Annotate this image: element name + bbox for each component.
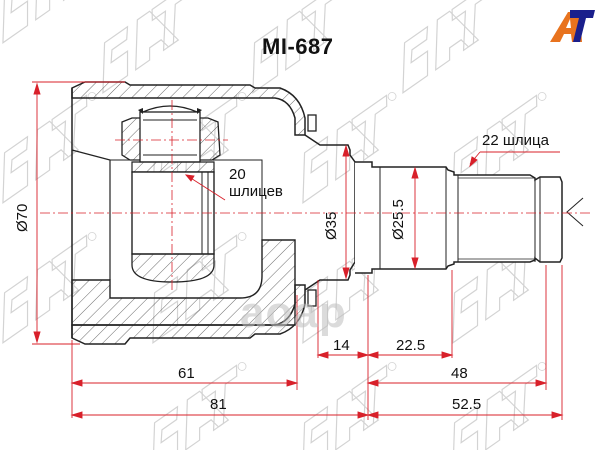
dim-length-22-5: 22.5: [396, 337, 426, 354]
splined-shaft: [355, 161, 584, 274]
aoap-watermark: aoap: [240, 288, 347, 337]
dim-length-52-5: 52.5: [452, 396, 482, 413]
dim-seal-diameter: Ø35: [323, 211, 340, 240]
inner-splines-count: 20: [229, 166, 246, 183]
dim-length-14: 14: [333, 337, 350, 354]
tripod-roller: [121, 105, 221, 283]
centerlines: [40, 100, 590, 290]
dim-shaft-diameter: Ø25.5: [390, 199, 407, 240]
dimension-lines: [32, 81, 564, 420]
part-number-title: MI-687: [262, 34, 334, 59]
at-logo-icon: [550, 10, 595, 42]
inner-splines-label: шлицев: [229, 183, 283, 200]
dim-length-81: 81: [210, 396, 227, 413]
dim-length-61: 61: [178, 365, 195, 382]
dim-length-48: 48: [451, 365, 468, 382]
outer-splines-label: 22 шлица: [482, 132, 549, 149]
dim-outer-diameter: Ø70: [14, 203, 31, 232]
housing-section: [71, 81, 356, 345]
